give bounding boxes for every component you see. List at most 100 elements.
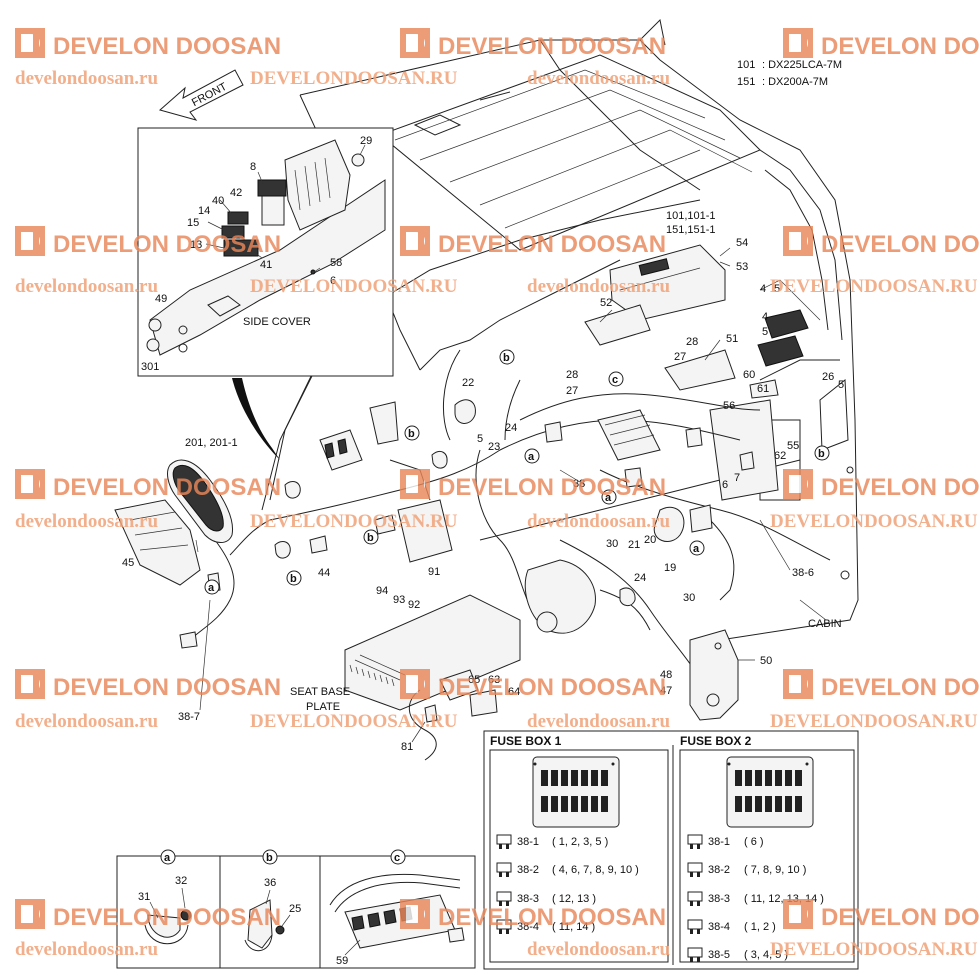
fb2-row-1: 38-1 ( 6 ) — [708, 836, 764, 848]
svg-text:61: 61 — [757, 383, 769, 395]
callout-b-3: b — [363, 529, 379, 545]
svg-text:48: 48 — [660, 669, 672, 681]
svg-text:91: 91 — [428, 566, 440, 578]
svg-text:25: 25 — [289, 903, 301, 915]
fuse-slot — [745, 796, 752, 812]
svg-text:51: 51 — [726, 333, 738, 345]
svg-text:CABIN: CABIN — [808, 618, 842, 630]
watermark-logo: DEVELON DOOSAN — [400, 226, 666, 258]
screw-hole — [533, 762, 537, 766]
svg-text:8: 8 — [250, 161, 256, 173]
watermark-brand: DEVELON DOOSAN — [438, 904, 666, 931]
watermark-url: develondoosan.ru — [527, 511, 670, 532]
fuse-slot — [571, 770, 578, 786]
watermark-url: develondoosan.ru — [527, 939, 670, 960]
fuse-slot — [581, 796, 588, 812]
svg-text:4: 4 — [762, 311, 768, 323]
fuse-slot — [551, 796, 558, 812]
fuse-icon — [687, 919, 703, 934]
svg-text:21: 21 — [628, 539, 640, 551]
svg-text:a: a — [208, 582, 215, 594]
svg-text:38-6: 38-6 — [792, 567, 814, 579]
fuse-box-panel: FUSE BOX 1 38-1 ( 1, 2, 3, 5 ) 38-2 ( 4,… — [483, 730, 859, 970]
svg-text:15: 15 — [187, 217, 199, 229]
svg-text:38-3: 38-3 — [517, 893, 539, 905]
fuse-slot — [785, 770, 792, 786]
fuse-slot — [795, 796, 802, 812]
fb1-row-3: 38-3 ( 12, 13 ) — [517, 893, 596, 905]
fb2-row-4: 38-4 ( 1, 2 ) — [708, 921, 776, 933]
fuse-slot — [765, 770, 772, 786]
watermark-url: DEVELONDOOSAN.RU — [250, 276, 458, 297]
fuse-icon — [496, 891, 512, 906]
fuse-slot — [541, 796, 548, 812]
svg-text:54: 54 — [736, 237, 748, 249]
monitor-unit — [114, 459, 234, 586]
watermark-url: DEVELONDOOSAN.RU — [770, 276, 978, 297]
svg-text:45: 45 — [122, 557, 134, 569]
watermark-logo: DEVELON DOOSAN — [783, 899, 980, 931]
watermark-brand: DEVELON DOOSAN — [821, 474, 980, 501]
svg-text:52: 52 — [600, 297, 612, 309]
svg-text:58: 58 — [330, 257, 342, 269]
callout-a-1: a — [524, 448, 540, 464]
svg-text:a: a — [605, 492, 612, 504]
side-cover-inset: SIDE COVER — [137, 127, 394, 377]
svg-text:( 7, 8, 9, 10 ): ( 7, 8, 9, 10 ) — [744, 864, 806, 876]
svg-text:14: 14 — [198, 205, 210, 217]
svg-text:93: 93 — [393, 594, 405, 606]
fuse-box-1-rows: 38-1 ( 1, 2, 3, 5 ) 38-2 ( 4, 6, 7, 8, 9… — [517, 836, 639, 933]
watermark-brand: DEVELON DOOSAN — [53, 33, 281, 60]
svg-text:36: 36 — [264, 877, 276, 889]
fuse-slot — [591, 770, 598, 786]
svg-text:( 1, 2 ): ( 1, 2 ) — [744, 921, 776, 933]
watermark-url: DEVELONDOOSAN.RU — [250, 511, 458, 532]
svg-text:101,101-1: 101,101-1 — [666, 210, 716, 222]
watermark-url: DEVELONDOOSAN.RU — [770, 711, 978, 732]
fuse-slot — [785, 796, 792, 812]
fuse-slot — [775, 770, 782, 786]
watermark-url: develondoosan.ru — [15, 276, 158, 297]
screw-hole — [611, 762, 615, 766]
svg-text:5: 5 — [774, 283, 780, 295]
side-cover-label: SIDE COVER — [243, 316, 311, 328]
svg-text:FUSE BOX 1: FUSE BOX 1 — [490, 734, 562, 748]
svg-text:26: 26 — [822, 371, 834, 383]
svg-text:38-1: 38-1 — [708, 836, 730, 848]
watermark-logo: DEVELON DOOSAN — [400, 28, 666, 60]
svg-text:19: 19 — [664, 562, 676, 574]
watermark-logo: DEVELON DOOSAN — [15, 469, 281, 501]
svg-text:53: 53 — [736, 261, 748, 273]
svg-text:38-2: 38-2 — [708, 864, 730, 876]
svg-text:SEAT BASE: SEAT BASE — [290, 686, 350, 698]
watermark-brand: DEVELON DOOSAN — [53, 474, 281, 501]
screw-hole — [727, 762, 731, 766]
inset-pointer-arrow — [232, 378, 280, 460]
svg-text:4: 4 — [760, 283, 766, 295]
fuse-slot — [735, 770, 742, 786]
svg-text:38: 38 — [573, 478, 585, 490]
watermark-url: develondoosan.ru — [15, 511, 158, 532]
svg-text:38-3: 38-3 — [708, 893, 730, 905]
watermark-logo: DEVELON DOOSAN — [400, 899, 666, 931]
svg-text:24: 24 — [505, 422, 517, 434]
svg-text:22: 22 — [462, 377, 474, 389]
svg-text:40: 40 — [212, 195, 224, 207]
fuse-icon — [496, 919, 512, 934]
svg-text:30: 30 — [606, 538, 618, 550]
fuse-slot — [601, 770, 608, 786]
svg-text:44: 44 — [318, 567, 330, 579]
svg-text:63: 63 — [488, 674, 500, 686]
callout-b-4: b — [286, 570, 302, 586]
fuse-slot — [561, 796, 568, 812]
watermark-url: DEVELONDOOSAN.RU — [250, 68, 458, 89]
bracket-50 — [689, 629, 739, 721]
right-switch-panel — [709, 279, 821, 501]
svg-text:( 6 ): ( 6 ) — [744, 836, 764, 848]
svg-text:27: 27 — [566, 385, 578, 397]
svg-text:301: 301 — [141, 361, 159, 373]
watermark-url: develondoosan.ru — [527, 68, 670, 89]
controller-unit — [584, 244, 736, 391]
watermark-url: DEVELONDOOSAN.RU — [250, 711, 458, 732]
